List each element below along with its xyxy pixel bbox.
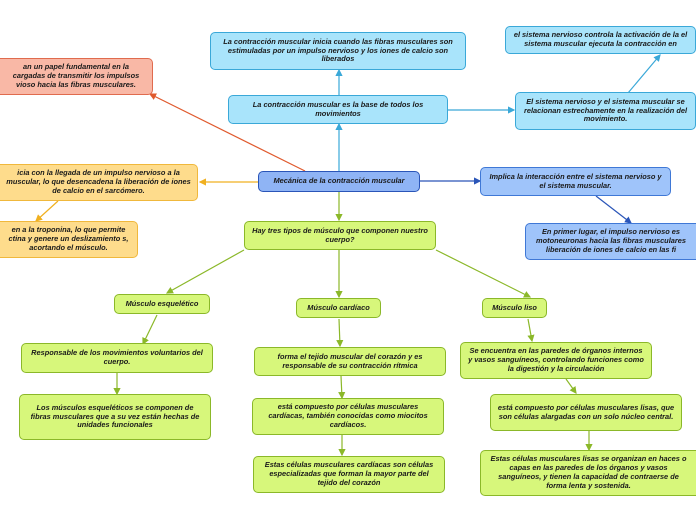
edge-implica-primer [595, 195, 632, 224]
node-primer[interactable]: En primer lugar, el impulso nervioso es … [525, 223, 696, 260]
node-relacion[interactable]: El sistema nervioso y el sistema muscula… [515, 92, 696, 130]
node-esq2[interactable]: Los músculos esqueléticos se componen de… [19, 394, 211, 440]
node-liso[interactable]: Músculo liso [482, 298, 547, 318]
node-tipos[interactable]: Hay tres tipos de músculo que componen n… [244, 221, 436, 250]
node-esq1[interactable]: Responsable de los movimientos voluntari… [21, 343, 213, 373]
node-llegada[interactable]: icia con la llegada de un impulso nervio… [0, 164, 198, 201]
node-esqueletico[interactable]: Músculo esquelético [114, 294, 210, 314]
node-papel[interactable]: an un papel fundamental en la cargadas d… [0, 58, 153, 95]
edge-card-card1 [336, 318, 344, 348]
node-card2[interactable]: está compuesto por células musculares ca… [252, 398, 444, 435]
node-implica[interactable]: Implica la interacción entre el sistema … [480, 167, 671, 196]
edge-tipos-liso [435, 249, 532, 298]
edge-esq-esq1 [142, 314, 158, 346]
edge-liso-liso1 [527, 318, 535, 343]
edge-tipos-esqueletico [165, 249, 245, 294]
node-liso3[interactable]: Estas células musculares lisas se organi… [480, 450, 696, 496]
edge-liso1-liso2 [565, 378, 577, 394]
node-inicia[interactable]: La contracción muscular inicia cuando la… [210, 32, 466, 70]
node-troponina[interactable]: en a la troponina, lo que permite ctina … [0, 221, 138, 258]
edge-llegada-troponina [35, 200, 59, 222]
edge-card1-card2 [338, 375, 346, 400]
node-cardiaco[interactable]: Músculo cardíaco [296, 298, 381, 318]
node-card1[interactable]: forma el tejido muscular del corazón y e… [254, 347, 446, 376]
node-liso2[interactable]: está compuesto por células musculares li… [490, 394, 682, 431]
node-base[interactable]: La contracción muscular es la base de to… [228, 95, 448, 124]
node-card3[interactable]: Estas células musculares cardíacas son c… [253, 456, 445, 493]
node-root[interactable]: Mecánica de la contracción muscular [258, 171, 420, 192]
edge-root-papel [148, 93, 306, 172]
node-controla[interactable]: el sistema nervioso controla la activaci… [505, 26, 696, 54]
edge-relacion-controla [627, 54, 661, 94]
node-liso1[interactable]: Se encuentra en las paredes de órganos i… [460, 342, 652, 379]
